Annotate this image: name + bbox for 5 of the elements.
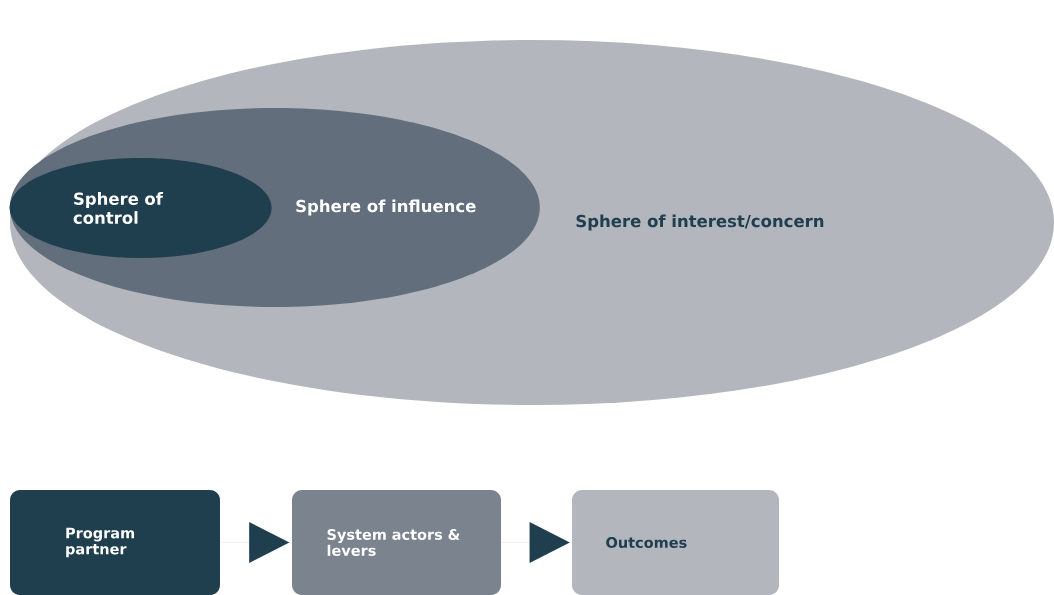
stage-box: Program partner [10,490,220,595]
stage-box: System actors & levers [292,490,501,595]
chevron-arrow [500,522,573,563]
stage-box: Outcomes [572,490,779,595]
chevron-arrow [219,522,293,563]
